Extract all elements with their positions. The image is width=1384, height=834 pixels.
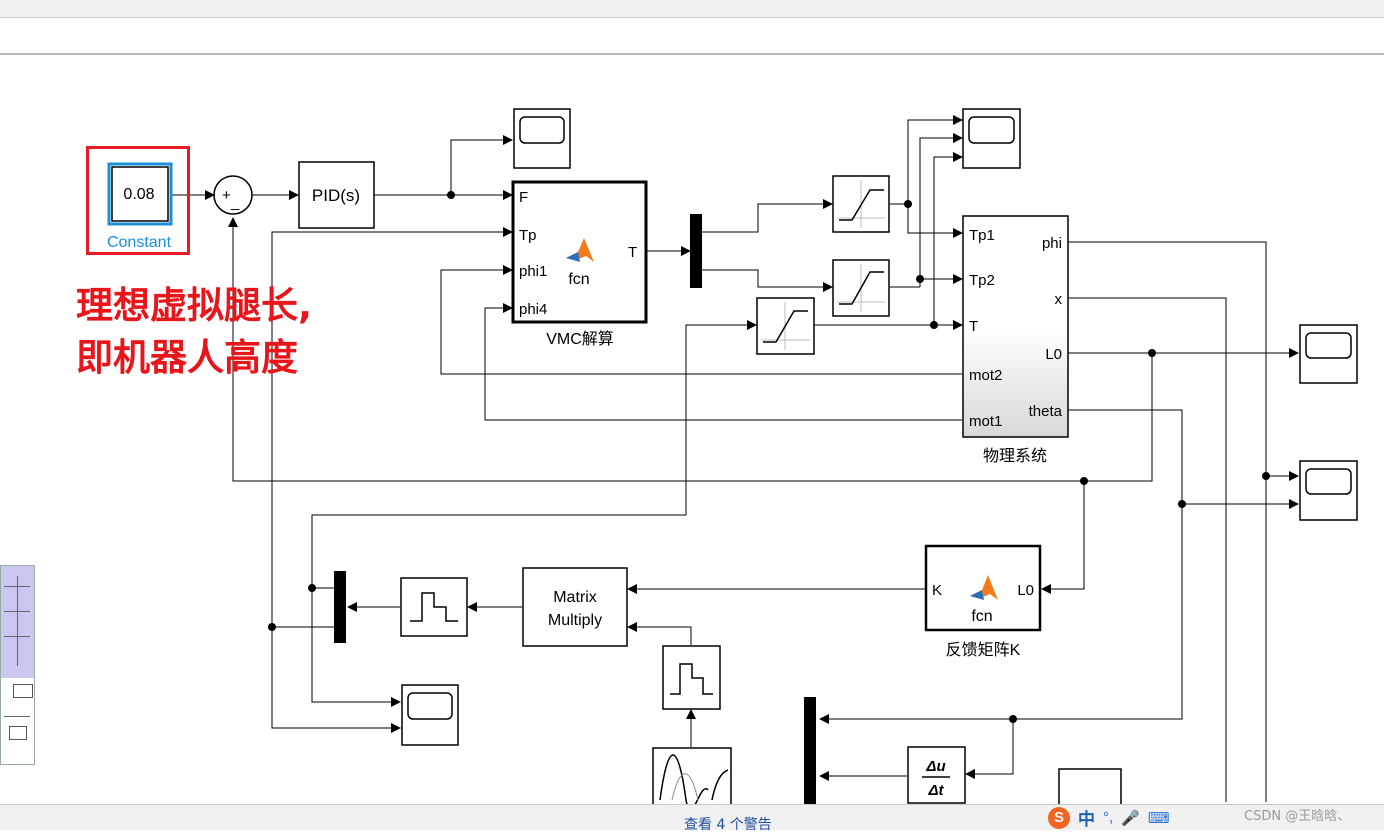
sum-block[interactable]: + _ (213, 175, 253, 215)
matrix-multiply-block[interactable]: Matrix Multiply (522, 567, 628, 647)
derivative-den: Δt (927, 782, 944, 799)
mux-icon[interactable] (804, 697, 816, 807)
physics-block[interactable]: Tp1 Tp2 T mot2 mot1 phi x L0 theta 物理系统 (962, 215, 1069, 465)
scope-icon (1305, 468, 1352, 495)
matrix-multiply-line1: Matrix (553, 589, 597, 606)
scope-block-3[interactable] (1299, 324, 1358, 384)
breadcrumb-bar (0, 18, 1384, 55)
saturation-block-2[interactable] (832, 259, 890, 317)
feedback-k-fcn: fcn (971, 608, 992, 625)
scope-icon (407, 692, 453, 720)
ime-toolbar[interactable]: S 中 °, 🎤 ⌨ (1048, 805, 1170, 830)
physics-input-Tp1: Tp1 (969, 227, 995, 244)
ime-language-toggle[interactable]: 中 (1078, 810, 1095, 830)
derivative-num: Δu (925, 758, 945, 775)
sum-minus: _ (230, 194, 240, 211)
block-diagram[interactable]: 0.08 Constant + _ PID(s) F Tp phi1 phi4 … (0, 55, 1384, 811)
vmc-input-F: F (519, 189, 528, 206)
constant-label: Constant (107, 234, 172, 251)
model-thumbnail[interactable] (0, 565, 35, 765)
scope-block-4[interactable] (1299, 460, 1358, 521)
model-canvas[interactable]: 0.08 Constant + _ PID(s) F Tp phi1 phi4 … (0, 55, 1384, 811)
saturation-block-1[interactable] (832, 175, 890, 233)
scope-icon (1305, 332, 1352, 359)
scope-icon (968, 116, 1015, 144)
junction-dots (268, 191, 1270, 723)
partial-block[interactable] (1058, 768, 1122, 810)
physics-output-L0: L0 (1045, 346, 1062, 363)
feedback-k-input: K (932, 582, 942, 599)
scope-block-1[interactable] (513, 108, 571, 169)
scope-block-5[interactable] (401, 684, 459, 746)
physics-input-mot2: mot2 (969, 367, 1002, 384)
vmc-input-Tp: Tp (519, 227, 537, 244)
constant-value: 0.08 (123, 186, 154, 203)
vmc-name: VMC解算 (546, 329, 614, 348)
vmc-fcn: fcn (568, 271, 589, 288)
mux-icon[interactable] (690, 214, 702, 288)
title-bar (0, 0, 1384, 18)
zero-order-hold-block-1[interactable] (400, 577, 468, 637)
feedback-k-block[interactable]: K L0 fcn 反馈矩阵K (924, 544, 1042, 659)
sum-plus: + (222, 187, 231, 204)
selection-highlight (86, 146, 190, 255)
physics-output-theta: theta (1029, 403, 1063, 420)
annotation-text: 理想虚拟腿长, 即机器人高度 (76, 284, 313, 379)
ime-punctuation-toggle[interactable]: °, (1103, 809, 1114, 826)
signal-lines (172, 115, 1299, 802)
scope-block-2[interactable] (962, 108, 1021, 169)
status-bar: 查看 4 个警告 S 中 °, 🎤 ⌨ CSDN @王晗晗、 (0, 804, 1384, 833)
sine-source-icon (659, 754, 709, 811)
sine-source-block[interactable] (652, 747, 732, 811)
vmc-input-phi4: phi4 (519, 301, 547, 318)
physics-name: 物理系统 (983, 447, 1047, 465)
watermark: CSDN @王晗晗、 (1244, 809, 1351, 824)
physics-input-Tp2: Tp2 (969, 272, 995, 289)
pid-block[interactable]: PID(s) (298, 161, 375, 229)
matlab-logo-icon (566, 238, 594, 262)
microphone-icon[interactable]: 🎤 (1121, 809, 1140, 827)
feedback-k-name: 反馈矩阵K (946, 641, 1021, 659)
physics-input-mot1: mot1 (969, 413, 1002, 430)
scope-icon (519, 116, 565, 144)
physics-output-x: x (1055, 291, 1063, 308)
constant-block[interactable]: 0.08 Constant (107, 162, 173, 251)
keyboard-icon[interactable]: ⌨ (1147, 809, 1170, 827)
derivative-block[interactable]: Δu Δt (907, 746, 966, 804)
warnings-link[interactable]: 查看 4 个警告 (684, 817, 772, 833)
physics-input-T: T (969, 318, 978, 335)
vmc-block[interactable]: F Tp phi1 phi4 T fcn VMC解算 (511, 180, 648, 348)
zero-order-hold-block-2[interactable] (662, 645, 721, 710)
feedback-k-output: L0 (1017, 582, 1034, 599)
saturation-block-3[interactable] (756, 297, 815, 355)
physics-output-phi: phi (1042, 235, 1062, 252)
pid-label: PID(s) (312, 186, 360, 205)
mux-icon[interactable] (334, 571, 346, 643)
vmc-output-T: T (628, 244, 637, 261)
matlab-logo-icon (970, 575, 998, 600)
sogou-ime-icon[interactable]: S (1048, 806, 1070, 829)
vmc-input-phi1: phi1 (519, 263, 547, 280)
matrix-multiply-line2: Multiply (548, 612, 602, 629)
